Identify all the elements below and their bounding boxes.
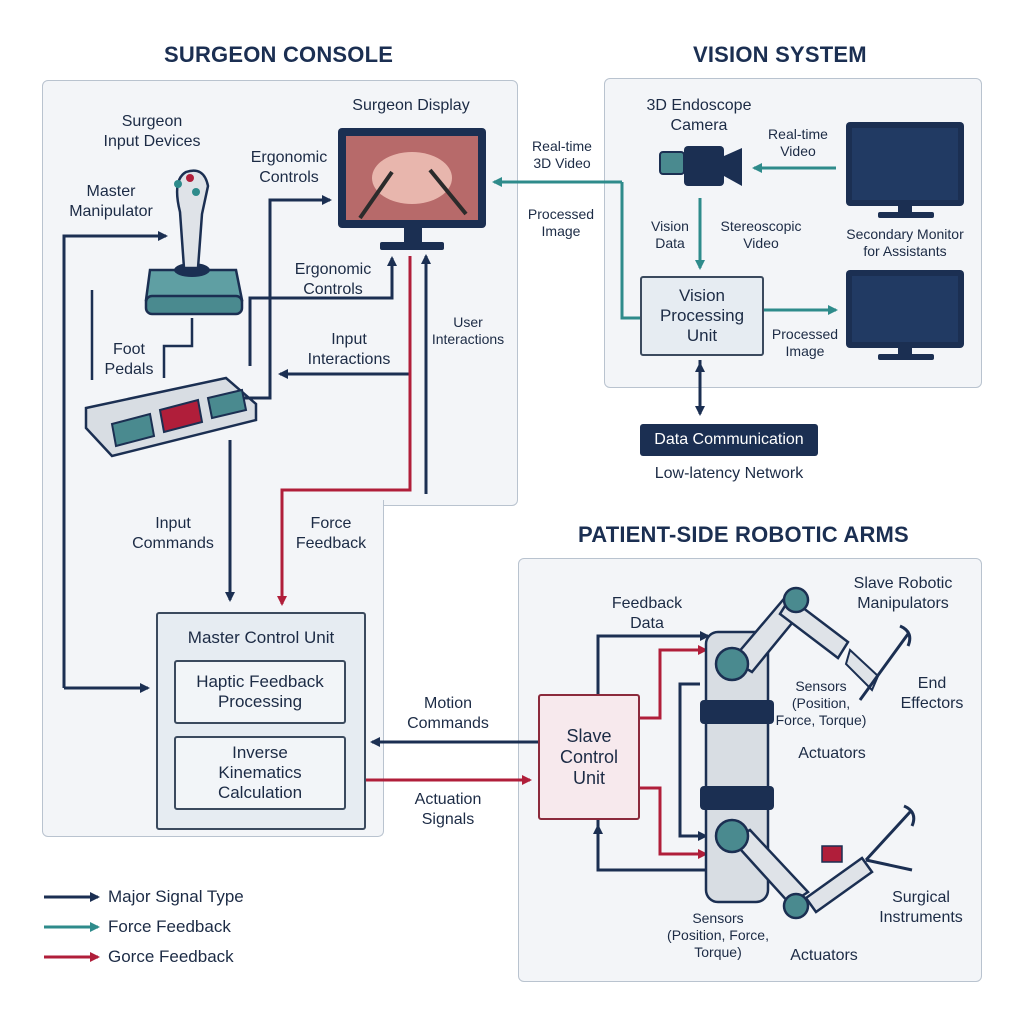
- sensors-top-label: Sensors (Position, Force, Torque): [775, 678, 867, 728]
- low-latency-network-label: Low-latency Network: [654, 465, 804, 482]
- force-feedback-label: Force Feedback: [295, 515, 367, 552]
- sensors-bottom-label: Sensors (Position, Force, Torque): [667, 910, 769, 960]
- legend-item-major-signal: Major Signal Type: [96, 886, 244, 908]
- vision-system-title: VISION SYSTEM: [693, 42, 867, 67]
- actuators-bottom-label: Actuators: [790, 947, 858, 964]
- legend-label: Force Feedback: [108, 917, 231, 936]
- stereoscopic-video-label: Stereoscopic Video: [720, 218, 802, 251]
- ergonomic-controls-top-label: Ergonomic Controls: [250, 149, 328, 186]
- actuation-signals-label: Actuation Signals: [414, 791, 482, 828]
- inverse-kinematics-box: Inverse Kinematics Calculation: [174, 736, 346, 810]
- slave-control-unit: Slave Control Unit: [538, 694, 640, 820]
- surgeon-console-title: SURGEON CONSOLE: [164, 42, 394, 67]
- motion-commands-label: Motion Commands: [407, 695, 489, 732]
- surgical-instruments-label: Surgical Instruments: [879, 889, 963, 926]
- end-effectors-label: End Effectors: [900, 675, 964, 712]
- processed-image-left-label: Processed Image: [527, 206, 595, 239]
- foot-pedals-icon: [84, 376, 258, 458]
- robotic-arms-title: PATIENT-SIDE ROBOTIC ARMS: [578, 522, 909, 547]
- secondary-monitor-label: Secondary Monitor for Assistants: [846, 226, 964, 259]
- realtime-video-label: Real-time Video: [768, 126, 828, 159]
- endoscope-camera-icon: [659, 146, 742, 186]
- haptic-feedback-box: Haptic Feedback Processing: [174, 660, 346, 724]
- user-interactions-label: User Interactions: [431, 314, 505, 347]
- actuators-top-label: Actuators: [798, 745, 866, 762]
- vision-data-label: Vision Data: [651, 218, 689, 251]
- ergonomic-controls-mid-label: Ergonomic Controls: [294, 261, 372, 298]
- legend-label: Major Signal Type: [108, 887, 244, 906]
- foot-pedals-label: Foot Pedals: [104, 341, 154, 378]
- input-commands-label: Input Commands: [132, 515, 214, 552]
- legend-label: Gorce Feedback: [108, 947, 234, 966]
- surgeon-display-label: Surgeon Display: [352, 97, 470, 114]
- legend-item-gorce-feedback: Gorce Feedback: [96, 946, 234, 968]
- slave-manipulators-label: Slave Robotic Manipulators: [853, 575, 953, 612]
- master-control-unit-title: Master Control Unit: [187, 628, 335, 647]
- realtime-3d-video-label: Real-time 3D Video: [532, 138, 592, 171]
- processed-image-right-label: Processed Image: [771, 326, 839, 359]
- joystick-icon: [144, 169, 244, 316]
- input-devices-label: Surgeon Input Devices: [103, 113, 201, 150]
- feedback-data-label: Feedback Data: [611, 595, 683, 632]
- secondary-monitor-icon: [846, 122, 964, 218]
- vision-processing-unit: Vision Processing Unit: [640, 276, 764, 356]
- endoscope-camera-label: 3D Endoscope Camera: [646, 97, 752, 134]
- legend-item-force-feedback: Force Feedback: [96, 916, 231, 938]
- data-communication-badge: Data Communication: [640, 424, 818, 456]
- master-manipulator-label: Master Manipulator: [69, 183, 153, 220]
- robotic-arm-icon: [700, 586, 916, 920]
- input-interactions-label: Input Interactions: [307, 331, 391, 368]
- surgeon-display-monitor-icon: [338, 128, 486, 250]
- processed-image-monitor-icon: [846, 270, 964, 360]
